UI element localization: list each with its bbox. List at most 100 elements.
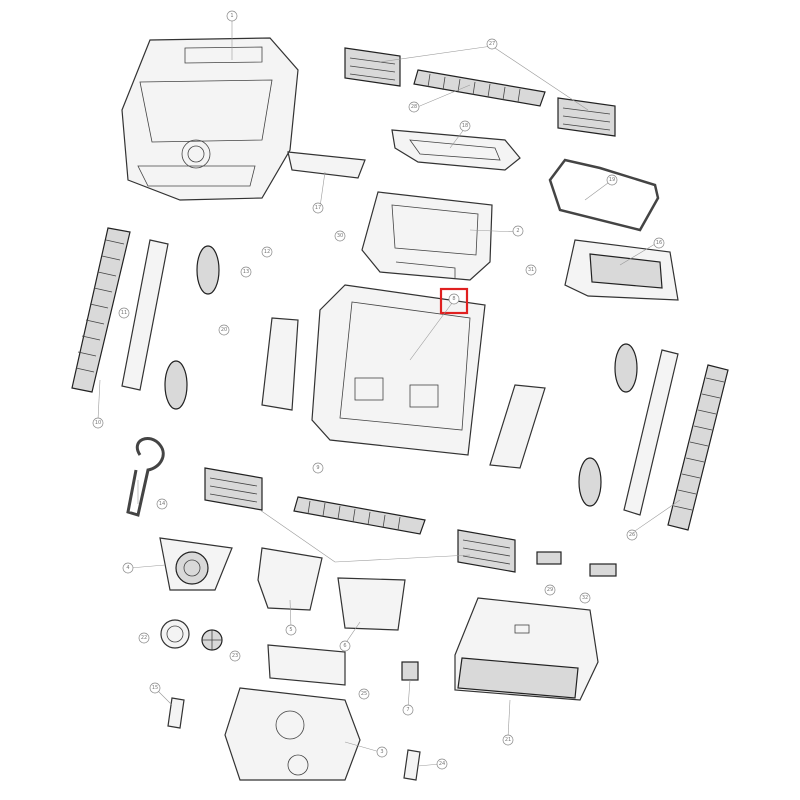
svg-text:7: 7 <box>406 707 409 713</box>
sensor-part <box>401 661 419 681</box>
svg-text:26: 26 <box>629 532 635 538</box>
callout-top-housing: 2 <box>512 225 524 237</box>
svg-text:30: 30 <box>337 233 343 239</box>
handle-top-part <box>287 151 366 179</box>
center-bracket-2 <box>337 577 406 631</box>
svg-text:22: 22 <box>141 635 147 641</box>
svg-text:2: 2 <box>516 228 519 234</box>
callout-filter-basket: 16 <box>653 237 665 249</box>
callout-seal: 22 <box>138 632 150 644</box>
filter-cartridge-left-lower <box>204 467 263 511</box>
impeller-housing-part <box>159 537 233 591</box>
callout-side-left: 11 <box>118 307 130 319</box>
callout-small-part: 32 <box>579 592 591 604</box>
svg-text:17: 17 <box>315 205 321 211</box>
wheel-left-lower <box>164 360 188 410</box>
callout-brush-top: 28 <box>408 101 420 113</box>
filter-cartridge-right-lower <box>457 529 516 573</box>
bottom-basket-part <box>454 597 599 701</box>
svg-text:8: 8 <box>452 296 455 302</box>
svg-text:6: 6 <box>343 643 346 649</box>
callout-clip-bl: 15 <box>149 682 161 694</box>
callout-cover: 1 <box>226 10 238 22</box>
svg-text:27: 27 <box>489 41 495 47</box>
svg-text:25: 25 <box>361 691 367 697</box>
callout-clip-right: 31 <box>525 264 537 276</box>
callout-plate: 25 <box>358 688 370 700</box>
hook-part <box>126 437 165 517</box>
wheel-right-upper <box>614 343 638 393</box>
svg-text:5: 5 <box>289 627 292 633</box>
callout-bracket-c1: 5 <box>285 624 297 636</box>
callout-bearing-l1: 13 <box>240 266 252 278</box>
svg-text:14: 14 <box>159 501 165 507</box>
clip-bottom-left <box>167 697 185 729</box>
callout-bracket-c2: 6 <box>339 640 351 652</box>
svg-text:3: 3 <box>380 749 383 755</box>
svg-text:1: 1 <box>230 13 233 19</box>
top-housing-part <box>361 191 493 281</box>
side-plate-left <box>121 239 169 391</box>
svg-text:12: 12 <box>264 249 270 255</box>
callout-gear-l: 9 <box>312 462 324 474</box>
highlight-box <box>439 287 469 315</box>
svg-text:24: 24 <box>439 761 445 767</box>
drive-track-right <box>667 364 729 531</box>
brush-roller-top <box>413 69 546 107</box>
side-plate-right <box>623 349 679 516</box>
clip-bottom-right <box>403 749 421 781</box>
filter-basket-part <box>564 239 679 301</box>
highlighted-part <box>439 287 469 315</box>
connector-part-right <box>536 551 562 565</box>
plug-part-right <box>589 563 617 577</box>
brush-roller-lower <box>293 496 426 535</box>
lid-frame-part <box>391 129 521 171</box>
wheel-right-lower <box>578 457 602 507</box>
wheel-left-upper <box>196 245 220 295</box>
svg-text:11: 11 <box>121 310 127 316</box>
svg-text:16: 16 <box>656 240 662 246</box>
svg-text:21: 21 <box>505 737 511 743</box>
svg-text:31: 31 <box>528 267 534 273</box>
fan-part <box>201 629 223 651</box>
callout-clip-left: 30 <box>334 230 346 242</box>
callout-track-left: 10 <box>92 417 104 429</box>
side-bracket-right <box>489 384 546 469</box>
callout-handlebar: 19 <box>606 174 618 186</box>
callout-sensor: 7 <box>402 704 414 716</box>
callout-wheel-l1: 12 <box>261 246 273 258</box>
callout-handle-top: 17 <box>312 202 324 214</box>
svg-text:20: 20 <box>221 327 227 333</box>
svg-text:15: 15 <box>152 685 158 691</box>
svg-text:10: 10 <box>95 420 101 426</box>
svg-text:32: 32 <box>582 595 588 601</box>
callout-bracket-l: 20 <box>218 324 230 336</box>
seal-ring-part <box>160 619 190 649</box>
callout-hook: 14 <box>156 498 168 510</box>
handle-bar-part <box>548 158 660 232</box>
svg-text:13: 13 <box>243 269 249 275</box>
svg-text:18: 18 <box>462 123 468 129</box>
callout-clip-br: 24 <box>436 758 448 770</box>
filter-cartridge-top <box>344 47 401 87</box>
svg-text:23: 23 <box>232 653 238 659</box>
callout-numbers: 1 27 28 17 18 19 2 30 16 10 11 12 13 20 … <box>92 10 665 770</box>
callout-base: 3 <box>376 746 388 758</box>
leader-lines <box>97 18 681 767</box>
callout-impeller: 4 <box>122 562 134 574</box>
base-part <box>224 687 361 781</box>
center-bracket-1 <box>257 547 323 611</box>
callout-filter-top: 27 <box>486 38 498 50</box>
svg-text:29: 29 <box>547 587 553 593</box>
svg-text:28: 28 <box>411 104 417 110</box>
plate-part <box>267 644 346 686</box>
callout-fan: 23 <box>229 650 241 662</box>
callout-lid-frame: 18 <box>459 120 471 132</box>
main-chassis-part <box>311 284 486 456</box>
side-bracket-left <box>261 317 299 411</box>
callout-motor-mount: 8 <box>448 293 460 305</box>
callout-basket-bottom: 21 <box>502 734 514 746</box>
svg-text:9: 9 <box>316 465 319 471</box>
callout-track-right: 26 <box>626 529 638 541</box>
